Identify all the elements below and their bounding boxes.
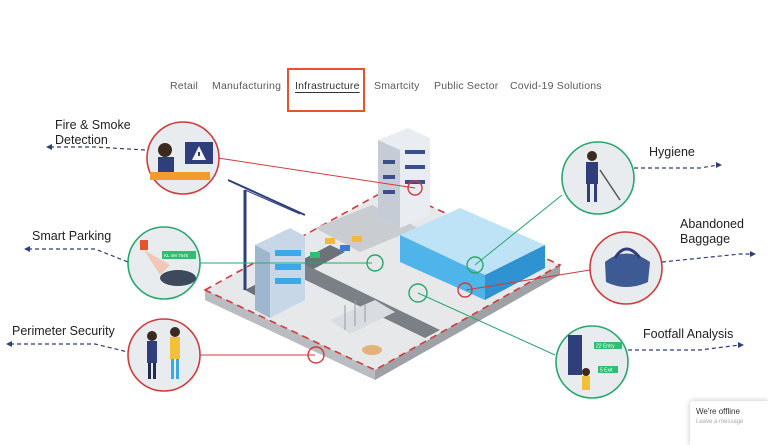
pointer-footfall [628, 344, 741, 351]
car-icon [352, 236, 362, 242]
exit-sign-text: 5 Exit [600, 368, 613, 374]
label-fire-smoke-line2: Detection [55, 133, 108, 147]
tab-public-sector[interactable]: Public Sector [434, 80, 499, 92]
exit-sign [598, 366, 618, 373]
glass-office [400, 208, 545, 275]
tab-infrastructure[interactable]: Infrastructure [295, 80, 360, 92]
label-abandoned-line1: Abandoned [680, 217, 744, 231]
pointer-parking [28, 248, 129, 263]
pointer-fire [50, 146, 146, 151]
active-tab-highlight [287, 68, 365, 112]
chat-subtitle: Leave a message [696, 419, 744, 425]
label-abandoned-line2: Baggage [680, 232, 731, 246]
chat-status: We're offline [696, 407, 740, 416]
label-perimeter-security: Perimeter Security [12, 324, 115, 338]
label-footfall-analysis: Footfall Analysis [643, 327, 734, 341]
pointer-baggage [661, 253, 752, 263]
label-hygiene: Hygiene [649, 145, 695, 159]
footfall-analysis-circle [555, 325, 629, 399]
car-icon [160, 270, 196, 286]
tab-smartcity[interactable]: Smartcity [374, 80, 420, 92]
perimeter-security-circle [127, 318, 201, 392]
tab-manufacturing[interactable]: Manufacturing [212, 80, 282, 92]
entry-sign [594, 342, 622, 349]
mop-icon [599, 169, 621, 201]
pointer-hygiene [634, 164, 719, 169]
label-fire-smoke-line1: Fire & Smoke [55, 118, 131, 132]
entry-sign-text: 22 Entry [596, 344, 615, 350]
perimeter-line [203, 187, 562, 371]
car-icon [325, 238, 335, 244]
tab-retail[interactable]: Retail [170, 80, 199, 92]
bag-icon [605, 253, 650, 287]
category-tabs: Retail Manufacturing Infrastructure Smar… [0, 80, 768, 100]
pointer-perimeter [10, 343, 129, 353]
label-abandoned-baggage: Abandoned Baggage [680, 217, 744, 247]
car-icon [340, 245, 350, 251]
label-smart-parking: Smart Parking [32, 229, 112, 243]
camera-icon [140, 240, 148, 250]
plate-text: KL 4M 7645 [164, 253, 189, 258]
label-fire-smoke: Fire & Smoke Detection [55, 118, 131, 148]
car-icon [310, 252, 320, 258]
plate-tag [162, 251, 196, 259]
chat-widget[interactable]: We're offline Leave a message [690, 401, 768, 445]
tab-covid-solutions[interactable]: Covid-19 Solutions [510, 80, 602, 92]
